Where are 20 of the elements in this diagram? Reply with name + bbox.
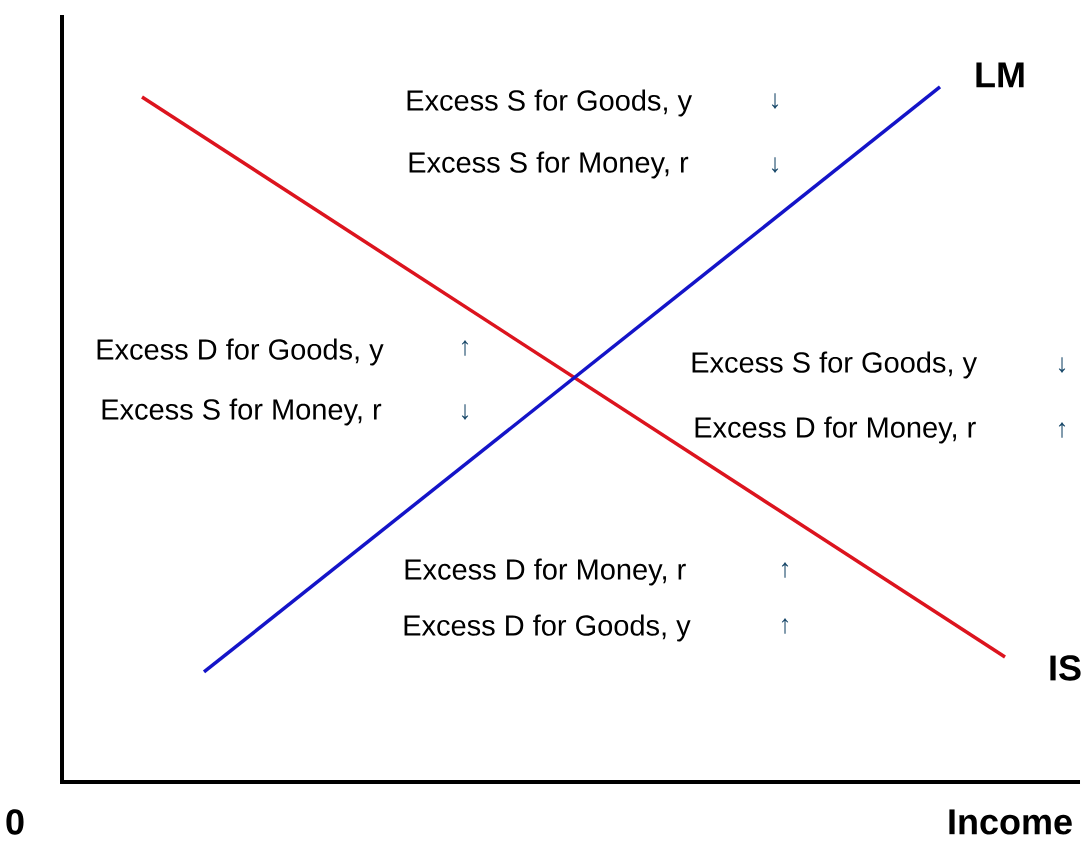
region-label: Excess D for Money, r xyxy=(405,558,686,586)
direction-arrow: ↓ xyxy=(1058,357,1066,373)
direction-arrow: ↑ xyxy=(461,340,469,356)
axis-label: 0 xyxy=(6,809,24,835)
region-label: Excess S for Goods, y xyxy=(692,351,977,379)
direction-arrow: ↓ xyxy=(461,404,469,420)
curve-label: LM xyxy=(976,62,1024,88)
direction-arrow: ↑ xyxy=(781,562,789,578)
region-label: Excess S for Money, r xyxy=(409,151,689,179)
axis-label: Income xyxy=(949,809,1072,835)
direction-arrow: ↑ xyxy=(781,618,789,634)
region-label: Excess D for Goods, y xyxy=(404,614,691,642)
curve-label: IS xyxy=(1050,655,1081,681)
region-label: Excess D for Money, r xyxy=(695,416,976,444)
direction-arrow: ↑ xyxy=(1058,422,1066,438)
region-label: Excess S for Money, r xyxy=(102,398,382,426)
region-label: Excess D for Goods, y xyxy=(97,338,384,366)
direction-arrow: ↓ xyxy=(771,93,779,109)
region-label: Excess S for Goods, y xyxy=(407,89,692,117)
direction-arrow: ↓ xyxy=(771,157,779,173)
